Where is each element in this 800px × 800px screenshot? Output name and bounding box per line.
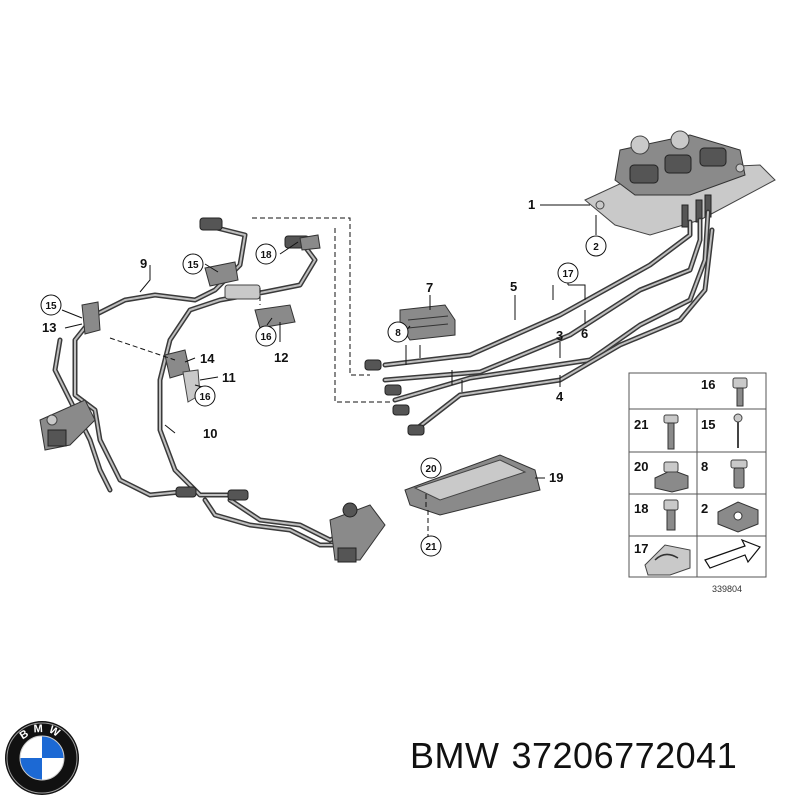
callout-6: 6 [581,326,588,341]
callout-15-lower: 15 [45,301,57,312]
svg-text:18: 18 [634,501,648,516]
callout-12: 12 [274,350,288,365]
svg-text:20: 20 [634,459,648,474]
legend-item-15: 15 [701,413,743,448]
cover-plate-19 [404,454,541,516]
footer-part-label: BMW 37206772041 [410,735,737,777]
callout-2: 2 [593,242,599,253]
svg-text:15: 15 [701,417,715,432]
callout-18: 18 [260,250,272,261]
pipes-3-4-5-6 [364,209,715,436]
legend-item-2: 2 [701,501,759,533]
legend-item-21: 21 [634,414,679,450]
bmw-logo-icon: BMW [5,721,79,795]
callout-4: 4 [556,389,564,404]
callout-9: 9 [140,256,147,271]
legend-item-8: 8 [701,459,748,489]
callout-3: 3 [556,328,563,343]
legend-item-18: 18 [634,499,679,531]
part-number: 37206772041 [511,735,738,776]
legend-item-16: 16 [701,377,748,407]
pipes-9-10 [52,217,358,548]
callout-17: 17 [562,269,574,280]
diagram-reference-number: 339804 [712,584,742,594]
callout-8: 8 [395,328,401,339]
right-lower-bracket [329,502,386,563]
valve-block [584,130,776,236]
callout-16-lower: 16 [199,392,211,403]
svg-text:16: 16 [701,377,715,392]
callout-10: 10 [203,426,217,441]
callout-21: 21 [425,542,437,553]
hardware-legend: 16 21 15 20 8 18 [628,372,767,594]
callout-numbers: 1 3 4 5 6 7 9 10 11 12 13 14 19 [42,197,588,485]
circled-callouts: 2 15 15 18 16 16 8 17 20 21 [40,235,607,557]
callout-7: 7 [426,280,433,295]
dashed-leaders [109,217,429,540]
callout-19: 19 [549,470,563,485]
callout-5: 5 [510,279,517,294]
pipe-clip-7 [399,304,456,341]
leader-lines [61,204,597,479]
legend-item-20: 20 [634,459,689,493]
callout-20: 20 [425,464,437,475]
legend-item-17: 17 [634,541,691,576]
callout-15-upper: 15 [187,260,199,271]
svg-text:2: 2 [701,501,708,516]
brand-name: BMW [410,735,500,776]
callout-1: 1 [528,197,535,212]
callout-13: 13 [42,320,56,335]
callout-11: 11 [222,370,236,385]
svg-text:17: 17 [634,541,648,556]
svg-text:8: 8 [701,459,708,474]
left-bracket [39,301,101,451]
callout-16-upper: 16 [260,332,272,343]
callout-14: 14 [200,351,215,366]
direction-arrow-icon [704,538,761,569]
svg-text:21: 21 [634,417,648,432]
